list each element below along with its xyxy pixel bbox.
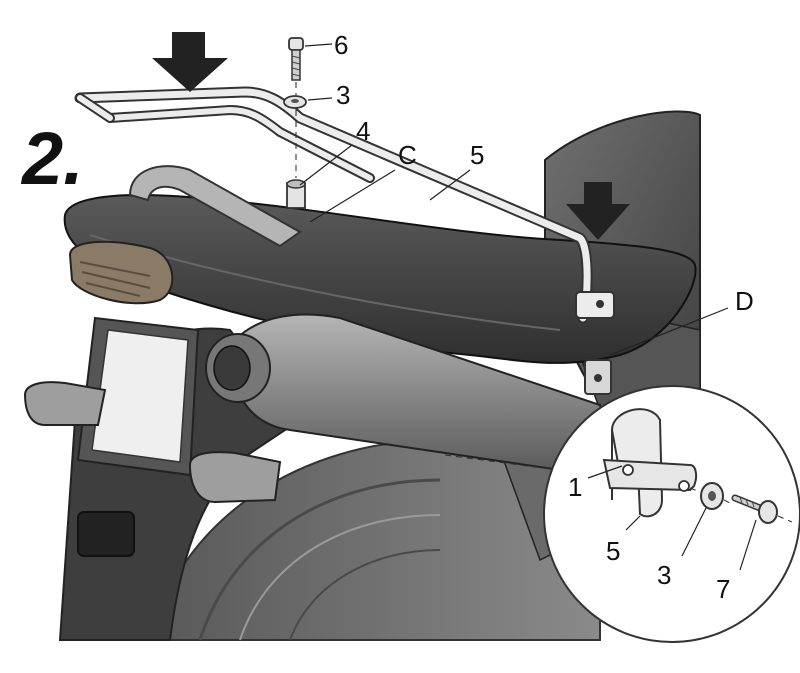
leader-3-inset [681, 507, 707, 557]
leader-d [609, 307, 729, 356]
leader-3-top [307, 97, 333, 101]
license-plate [76, 316, 200, 477]
callout-5-top: 5 [470, 140, 484, 170]
leader-1 [587, 465, 623, 479]
callout-c: C [398, 140, 417, 170]
detail-inset [543, 385, 800, 643]
tail-light [68, 240, 174, 305]
spacer-part-4 [286, 179, 306, 209]
down-arrow-icon [566, 182, 630, 240]
reflector [77, 511, 135, 557]
grab-handle [128, 165, 302, 248]
callout-1: 1 [568, 472, 582, 502]
leader-5-inset [625, 515, 641, 531]
callout-7: 7 [716, 574, 730, 604]
leader-7 [739, 519, 757, 571]
callout-3-top: 3 [336, 80, 350, 110]
turn-signal-left [23, 381, 107, 426]
luggage-rack [74, 86, 615, 324]
muffler [205, 313, 604, 472]
callout-d: D [735, 286, 754, 316]
bolt-part-6 [288, 37, 304, 81]
callout-5-inset: 5 [606, 536, 620, 566]
leader-c [309, 169, 396, 223]
callout-6: 6 [334, 30, 348, 60]
callout-4: 4 [356, 116, 370, 146]
down-arrow-icon [152, 32, 228, 92]
washer-part-3 [283, 95, 307, 109]
mount-bracket-d [584, 359, 612, 395]
turn-signal-right [188, 451, 282, 504]
rack-mount-tab [575, 291, 615, 319]
callout-3-inset: 3 [657, 560, 671, 590]
leader-6 [304, 43, 333, 47]
step-number: 2. [20, 117, 84, 200]
leader-4 [299, 144, 353, 186]
leader-5-top [429, 169, 471, 201]
